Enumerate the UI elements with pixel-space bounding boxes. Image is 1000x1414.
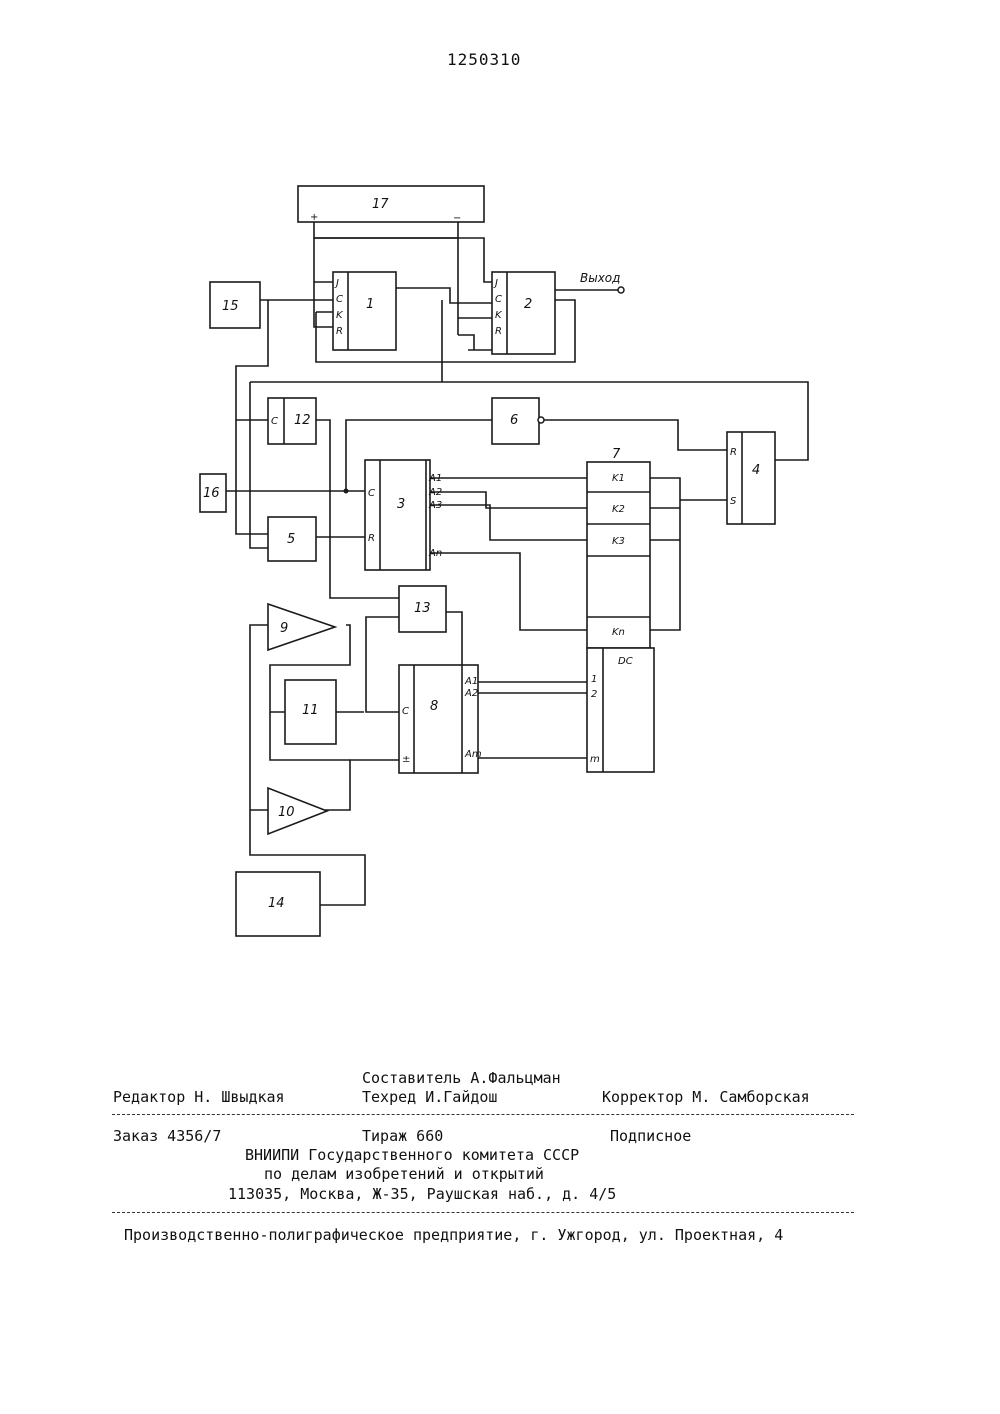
printer-line: Производственно-полиграфическое предприя… [124, 1226, 783, 1244]
techred-line: Техред И.Гайдош [362, 1088, 497, 1106]
block-10-amplifier: 10 [268, 788, 327, 834]
block-3-counter: C R A1 A2 A3 An 3 [365, 460, 442, 570]
svg-text:A2: A2 [428, 487, 442, 498]
svg-text:K3: K3 [612, 536, 625, 547]
print-run-line: Тираж 660 [362, 1127, 443, 1145]
block-17: 17 + − [298, 186, 484, 224]
svg-text:K1: K1 [612, 473, 625, 484]
svg-text:16: 16 [203, 486, 220, 501]
svg-text:9: 9 [280, 621, 288, 636]
block-15: 15 [210, 282, 260, 328]
block-11: 11 [285, 680, 336, 744]
svg-text:7: 7 [612, 447, 621, 462]
org-line-1: ВНИИПИ Государственного комитета СССР [245, 1146, 579, 1164]
separator-top [112, 1114, 854, 1115]
corrector-line: Корректор М. Самборская [602, 1088, 810, 1106]
block-12: C 12 [268, 398, 316, 444]
svg-text:15: 15 [222, 299, 239, 314]
svg-text:DC: DC [618, 656, 633, 667]
org-line-2: по делам изобретений и открытий [264, 1165, 544, 1183]
org-address: 113035, Москва, Ж-35, Раушская наб., д. … [228, 1185, 616, 1203]
svg-text:R: R [495, 326, 502, 337]
svg-text:Kn: Kn [612, 627, 625, 638]
svg-text:13: 13 [414, 601, 431, 616]
block-13: 13 [399, 586, 446, 632]
svg-text:4: 4 [752, 463, 760, 478]
block-8-reversible-counter: C ± A1 A2 Am 8 [399, 665, 482, 773]
compiler-line: Составитель А.Фальцман [362, 1069, 561, 1087]
svg-text:R: R [368, 533, 375, 544]
svg-text:5: 5 [287, 532, 295, 547]
svg-text:8: 8 [430, 699, 438, 714]
svg-text:C: C [402, 706, 409, 717]
separator-bottom [112, 1212, 854, 1213]
svg-text:A3: A3 [428, 500, 442, 511]
svg-text:3: 3 [397, 497, 405, 512]
svg-text:1: 1 [366, 297, 374, 312]
order-line: Заказ 4356/7 [113, 1127, 221, 1145]
svg-text:C: C [271, 416, 278, 427]
svg-text:C: C [368, 488, 375, 499]
svg-text:+: + [310, 212, 318, 223]
block-7-key-matrix: 7 K1 K2 K3 Kn [587, 447, 650, 648]
svg-text:12: 12 [294, 413, 311, 428]
svg-text:Выход: Выход [580, 271, 620, 285]
svg-text:An: An [428, 548, 442, 559]
svg-text:2: 2 [524, 297, 532, 312]
block-5: 5 [268, 517, 316, 561]
svg-text:14: 14 [268, 896, 285, 911]
block-6-inverter: 6 [492, 398, 544, 444]
svg-text:17: 17 [372, 197, 389, 212]
svg-text:R: R [336, 326, 343, 337]
editor-line: Редактор Н. Швыдкая [113, 1088, 285, 1106]
svg-text:±: ± [402, 754, 410, 765]
svg-text:10: 10 [278, 805, 295, 820]
svg-text:C: C [336, 294, 343, 305]
svg-text:m: m [590, 754, 600, 765]
svg-text:A1: A1 [464, 676, 478, 687]
svg-text:Am: Am [464, 749, 482, 760]
svg-text:−: − [453, 213, 461, 224]
svg-text:6: 6 [510, 413, 518, 428]
block-2-flipflop: J C K R 2 [492, 272, 555, 354]
block-14: 14 [236, 872, 320, 936]
svg-text:R: R [730, 447, 737, 458]
svg-text:C: C [495, 294, 502, 305]
block-16: 16 [200, 474, 226, 512]
svg-text:A1: A1 [428, 473, 442, 484]
svg-text:A2: A2 [464, 688, 478, 699]
svg-text:K2: K2 [612, 504, 625, 515]
block-4-rs-trigger: R S 4 [727, 432, 775, 524]
block-9-amplifier: 9 [268, 604, 335, 650]
block-1-flipflop: J C K R 1 [333, 272, 396, 350]
svg-text:2: 2 [591, 689, 597, 700]
subscription-line: Подписное [610, 1127, 691, 1145]
svg-text:11: 11 [302, 703, 319, 718]
block-7-decoder: DC 1 2 m [587, 648, 654, 772]
svg-text:1: 1 [591, 674, 597, 685]
svg-text:S: S [730, 496, 737, 507]
circuit-schematic: 17 + − J C K R 1 J C K R 2 Выход 15 C 12 [0, 0, 1000, 1000]
